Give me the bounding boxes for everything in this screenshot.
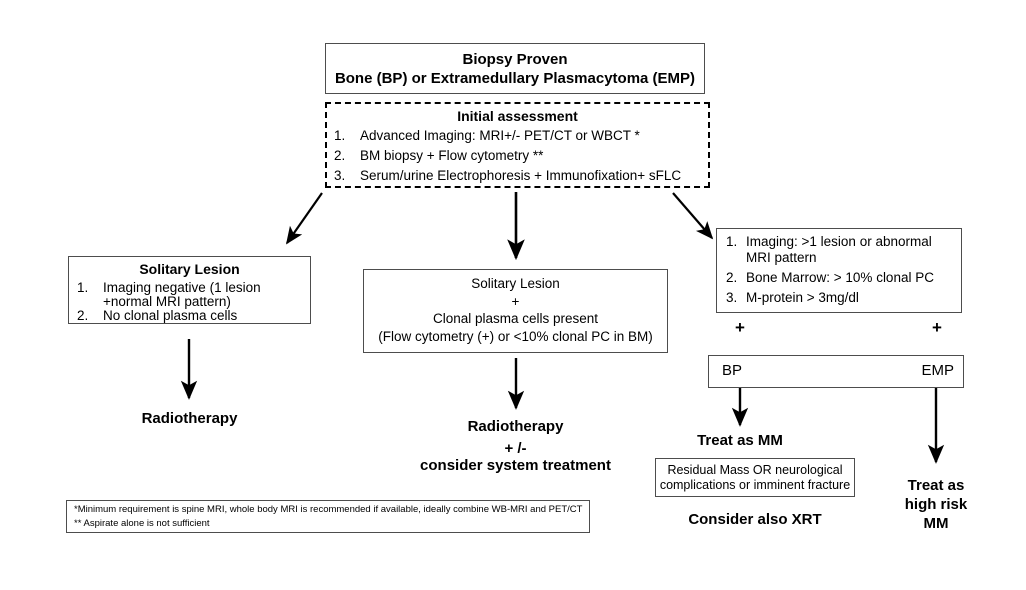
bp-label: BP — [722, 362, 743, 379]
item-number: 2. — [726, 270, 738, 285]
left-box-heading: Solitary Lesion — [139, 261, 240, 277]
item-text: No clonal plasma cells — [103, 308, 238, 323]
right-criteria-item-1-cont: MRI pattern — [746, 250, 817, 265]
middle-box-line-4: (Flow cytometry (+) or <10% clonal PC in… — [378, 329, 653, 344]
initial-assessment-box — [325, 102, 710, 188]
title-line-2: Bone (BP) or Extramedullary Plasmacytoma… — [334, 70, 696, 87]
middle-outcome-line-1: Radiotherapy — [467, 418, 564, 435]
item-text: Bone Marrow: > 10% clonal PC — [746, 270, 934, 285]
left-outcome-radiotherapy: Radiotherapy — [141, 410, 238, 427]
middle-box-line-3: Clonal plasma cells present — [432, 311, 599, 326]
bp-footer-consider-xrt: Consider also XRT — [688, 511, 822, 528]
initial-assessment-heading: Initial assessment — [457, 108, 578, 124]
left-box-item-1: 1. Imaging negative (1 lesion — [77, 280, 261, 295]
bp-note-line-2: complications or imminent fracture — [659, 478, 851, 492]
left-box-item-1-cont: +normal MRI pattern) — [103, 294, 231, 309]
arrow-assessment-to-right — [672, 192, 714, 240]
footnote-line-2: ** Aspirate alone is not sufficient — [74, 518, 210, 529]
right-criteria-item-1: 1. Imaging: >1 lesion or abnormal — [726, 234, 932, 249]
emp-outcome-line-1: Treat as — [907, 477, 965, 494]
emp-label: EMP — [921, 362, 954, 379]
item-text: Imaging negative (1 lesion — [103, 280, 261, 295]
left-box-item-2: 2. No clonal plasma cells — [77, 308, 237, 323]
right-criteria-item-2: 2. Bone Marrow: > 10% clonal PC — [726, 270, 934, 285]
item-text: Advanced Imaging: MRI+/- PET/CT or WBCT … — [360, 128, 640, 143]
title-line-1: Biopsy Proven — [462, 51, 568, 68]
item-number: 3. — [726, 290, 738, 305]
item-text: Imaging: >1 lesion or abnormal — [746, 234, 932, 249]
footnote-line-1: *Minimum requirement is spine MRI, whole… — [74, 504, 583, 515]
bp-note-box — [655, 458, 855, 497]
initial-assessment-item-1: 1. Advanced Imaging: MRI+/- PET/CT or WBC… — [334, 128, 640, 143]
item-number: 1. — [77, 280, 89, 295]
initial-assessment-item-3: 3. Serum/urine Electrophoresis + Immunofi… — [334, 168, 681, 183]
right-criteria-box — [716, 228, 962, 313]
bp-emp-box — [708, 355, 964, 388]
middle-outcome-line-3: consider system treatment — [420, 457, 611, 474]
bp-note-line-1: Residual Mass OR neurological — [667, 463, 843, 477]
title-box — [325, 43, 705, 94]
initial-assessment-item-2: 2. BM biopsy + Flow cytometry ** — [334, 148, 543, 163]
item-number: 1. — [334, 128, 346, 143]
left-solitary-lesion-box — [68, 256, 311, 324]
middle-box-line-1: Solitary Lesion — [471, 276, 560, 291]
right-criteria-item-3: 3. M-protein > 3mg/dl — [726, 290, 859, 305]
emp-outcome-line-2: high risk — [904, 496, 968, 513]
item-text: Serum/urine Electrophoresis + Immunofixa… — [360, 168, 682, 183]
bp-outcome-treat-as-mm: Treat as MM — [697, 432, 783, 449]
plus-sign-bp: + — [735, 318, 745, 337]
middle-outcome-line-2: + /- — [504, 440, 527, 457]
item-number: 1. — [726, 234, 738, 249]
plus-sign-emp: + — [932, 318, 942, 337]
item-number: 3. — [334, 168, 346, 183]
middle-box-line-2: + — [511, 294, 520, 309]
emp-outcome-line-3: MM — [923, 515, 949, 532]
item-number: 2. — [77, 308, 89, 323]
item-number: 2. — [334, 148, 346, 163]
footnotes-box — [66, 500, 590, 533]
arrow-assessment-to-left — [285, 192, 323, 245]
item-text: M-protein > 3mg/dl — [746, 290, 859, 305]
middle-solitary-lesion-box — [363, 269, 668, 353]
item-text: BM biopsy + Flow cytometry ** — [360, 148, 544, 163]
